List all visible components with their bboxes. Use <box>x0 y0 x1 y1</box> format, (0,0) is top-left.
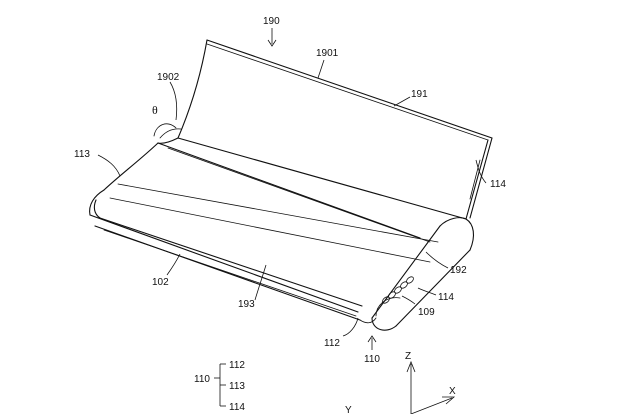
label-190: 190 <box>263 16 280 27</box>
label-114-side: 114 <box>490 179 506 190</box>
axis-label-y: Y <box>345 405 352 414</box>
label-112: 112 <box>324 338 340 349</box>
axis-label-x: X <box>449 386 456 397</box>
bend-portion <box>153 123 182 144</box>
legend-label-112: 112 <box>229 360 245 371</box>
port-cluster <box>382 276 414 304</box>
label-113: 113 <box>74 149 90 160</box>
legend-label-113: 113 <box>229 381 245 392</box>
label-102: 102 <box>152 277 169 288</box>
label-114-end: 114 <box>438 292 454 303</box>
axis-label-z: Z <box>405 351 411 362</box>
label-1901: 1901 <box>316 48 339 59</box>
label-109: 109 <box>418 307 435 318</box>
lower-housing <box>89 142 475 331</box>
label-1902: 1902 <box>157 72 180 83</box>
label-theta: θ <box>152 103 158 117</box>
label-110: 110 <box>364 354 380 365</box>
label-192: 192 <box>450 265 467 276</box>
label-193: 193 <box>238 299 255 310</box>
coordinate-axes <box>406 360 456 414</box>
legend-label-110: 110 <box>194 374 210 385</box>
legend-label-114: 114 <box>229 402 245 413</box>
legend-bracket <box>214 363 226 407</box>
label-191: 191 <box>411 89 428 100</box>
leader-lines <box>97 28 487 350</box>
upper-display-panel <box>177 39 493 220</box>
